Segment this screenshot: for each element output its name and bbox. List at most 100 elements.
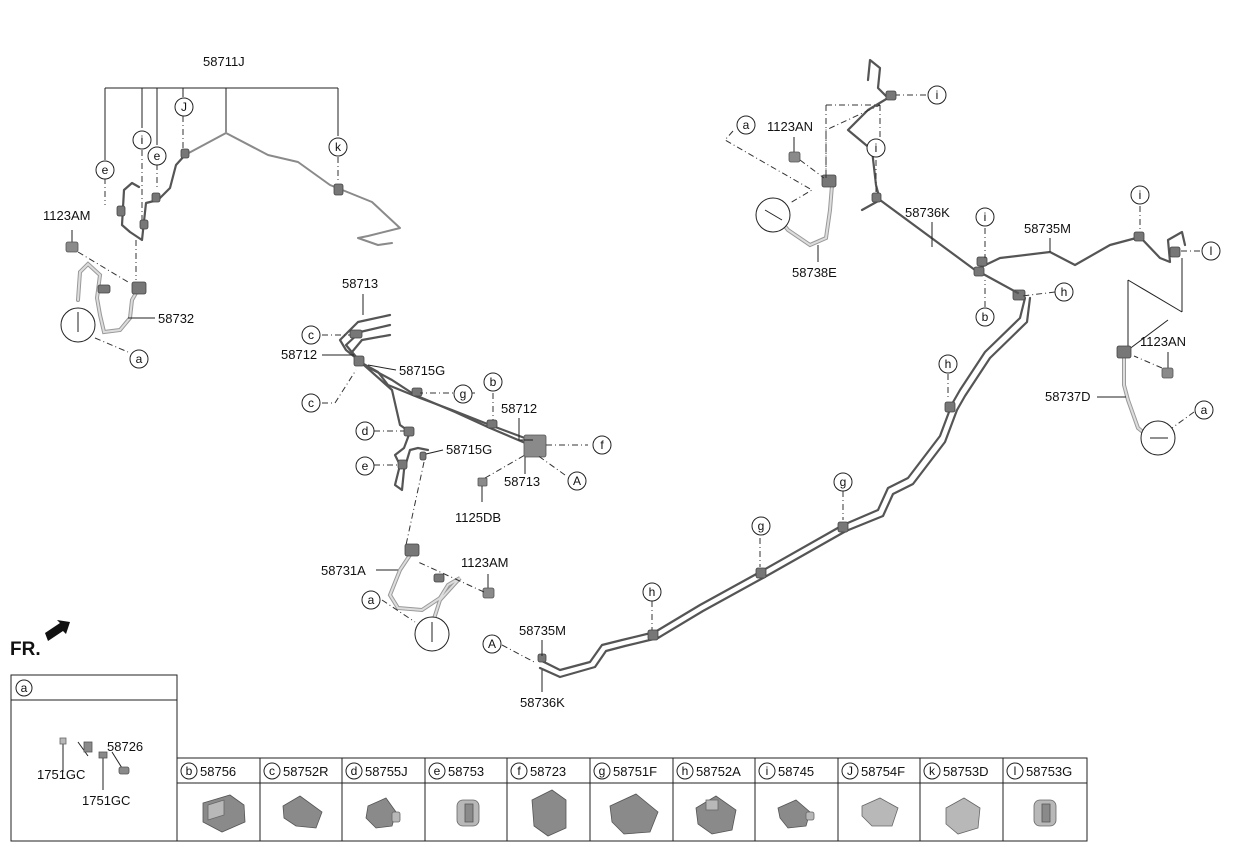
legend-cell-g: g 58751F <box>593 762 659 835</box>
part-label-58735M-lower: 58735M <box>519 623 566 638</box>
svg-text:a: a <box>1201 403 1208 417</box>
part-label-58737D: 58737D <box>1045 389 1091 404</box>
svg-text:k: k <box>335 140 342 154</box>
callout-b: b <box>975 307 995 327</box>
svg-text:k: k <box>929 764 936 778</box>
svg-text:h: h <box>1061 285 1068 299</box>
assembly-58731A: 58731A 1123AM <box>321 543 508 652</box>
svg-text:b: b <box>982 310 989 324</box>
svg-text:e: e <box>154 149 161 163</box>
legend-part-number: 58745 <box>778 764 814 779</box>
svg-text:d: d <box>351 764 358 778</box>
legend-cell-h: h 58752A <box>676 762 741 835</box>
callout-i: i <box>132 130 152 150</box>
assembly-58713: 58713 58712 58715G 58712 58715G 58713 11… <box>281 276 588 546</box>
callout-b: b <box>483 372 503 392</box>
inset-label-1751GC-right: 1751GC <box>82 793 130 808</box>
legend-part-number: 58755J <box>365 764 408 779</box>
svg-text:A: A <box>488 637 496 651</box>
callout-h: h <box>938 354 958 374</box>
part-label-58736K-lower: 58736K <box>520 695 565 710</box>
svg-text:a: a <box>368 593 375 607</box>
callout-e: e <box>95 160 115 180</box>
svg-text:b: b <box>490 375 497 389</box>
part-label-58735M-upper: 58735M <box>1024 221 1071 236</box>
part-label-58731A: 58731A <box>321 563 366 578</box>
legend-cell-f: f 58723 <box>510 762 567 837</box>
svg-text:e: e <box>434 764 441 778</box>
assembly-58735M-58736K: 58735M 58736K <box>501 289 1032 710</box>
callout-A: A <box>567 471 587 491</box>
svg-text:f: f <box>517 764 521 778</box>
svg-text:c: c <box>269 764 275 778</box>
part-label-1123AN-lower: 1123AN <box>1140 334 1186 349</box>
part-label-58712-right: 58712 <box>501 401 537 416</box>
legend-part-number: 58753G <box>1026 764 1072 779</box>
legend-part-number: 58753 <box>448 764 484 779</box>
part-label-1125DB: 1125DB <box>455 510 501 525</box>
callout-i: i <box>1130 185 1150 205</box>
svg-text:i: i <box>936 88 939 102</box>
svg-text:i: i <box>766 764 769 778</box>
callout-k: k <box>328 137 348 157</box>
svg-text:h: h <box>682 764 689 778</box>
svg-text:J: J <box>181 100 187 114</box>
svg-text:J: J <box>847 764 853 778</box>
svg-text:i: i <box>875 141 878 155</box>
callout-f: f <box>592 435 612 455</box>
callout-a: a <box>736 115 756 135</box>
callout-e: e <box>147 146 167 166</box>
callout-J: J <box>174 97 194 117</box>
callout-a: a <box>129 349 149 369</box>
svg-text:l: l <box>1014 764 1017 778</box>
part-label-58712-left: 58712 <box>281 347 317 362</box>
legend-cell-J: J 58754F <box>841 762 905 827</box>
callout-a: a <box>1194 400 1214 420</box>
callout-i: i <box>975 207 995 227</box>
legend-part-number: 58754F <box>861 764 905 779</box>
legend-cell-e: e 58753 <box>428 762 484 827</box>
callout-g: g <box>751 516 771 536</box>
callout-c: c <box>301 325 321 345</box>
front-label: FR. <box>10 639 41 660</box>
inset-label-58726: 58726 <box>107 739 143 754</box>
part-label-58711J: 58711J <box>203 54 245 69</box>
callout-a: a <box>361 590 381 610</box>
svg-text:a: a <box>743 118 750 132</box>
callout-d: d <box>355 421 375 441</box>
svg-text:l: l <box>1210 244 1213 258</box>
assembly-58711J: 58711J 1123AM 58732 <box>43 54 401 353</box>
part-label-58732: 58732 <box>158 311 194 326</box>
part-label-58715G-lower: 58715G <box>446 442 492 457</box>
svg-text:g: g <box>599 764 606 778</box>
legend-part-number: 58753D <box>943 764 989 779</box>
svg-text:h: h <box>945 357 952 371</box>
legend-cell-d: d 58755J <box>345 762 408 829</box>
legend-cell-l: l 58753G <box>1006 762 1072 827</box>
legend-part-number: 58752A <box>696 764 741 779</box>
legend-cell-c: c 58752R <box>263 762 329 829</box>
svg-text:f: f <box>600 438 604 452</box>
svg-text:c: c <box>308 328 314 342</box>
inset-letter: a <box>21 681 28 695</box>
legend-cell-k: k 58753D <box>923 762 989 835</box>
legend-cell-b: b 58756 <box>180 762 246 833</box>
svg-text:g: g <box>758 519 765 533</box>
callout-h: h <box>1054 282 1074 302</box>
callout-g: g <box>833 472 853 492</box>
callout-g: g <box>453 384 473 404</box>
svg-text:b: b <box>186 764 193 778</box>
callout-c: c <box>301 393 321 413</box>
svg-text:i: i <box>984 210 987 224</box>
svg-text:i: i <box>141 133 144 147</box>
part-label-58715G-upper: 58715G <box>399 363 445 378</box>
inset-box-a: a 58726 1751GC 1751GC <box>10 674 178 842</box>
legend-part-number: 58723 <box>530 764 566 779</box>
callout-markers: e i e J k a c c g b d e f A a A h g g h … <box>95 85 1221 654</box>
svg-text:a: a <box>136 352 143 366</box>
svg-text:e: e <box>102 163 109 177</box>
callout-i: i <box>866 138 886 158</box>
svg-text:c: c <box>308 396 314 410</box>
part-label-58713-top: 58713 <box>342 276 378 291</box>
part-label-1123AM: 1123AM <box>43 208 90 223</box>
